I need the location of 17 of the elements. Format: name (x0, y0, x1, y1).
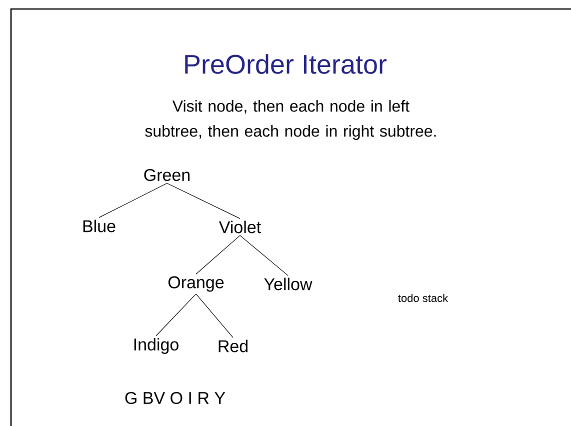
tree-branch (196, 235, 240, 274)
description-text: Visit node, then each node in left subtree, then each node in right subtree. (145, 100, 436, 140)
tree-node-label: Violet (218, 220, 261, 234)
note-text: todo stack (398, 294, 448, 302)
tree-branch (196, 294, 234, 338)
tree-node-label: Red (218, 340, 248, 352)
tree-node-label: Green (144, 168, 190, 182)
tree-branch (240, 235, 288, 276)
tree-branch (166, 182, 240, 219)
tree-branch (98, 182, 168, 218)
tree-branch (156, 294, 196, 336)
tree-node-label: Yellow (264, 278, 312, 290)
traversal-sequence: G BV O I R Y (125, 392, 226, 404)
tree-node-label: Blue (83, 220, 116, 232)
tree-node-label: Orange (168, 276, 224, 292)
title: PreOrder Iterator (185, 54, 387, 74)
tree-node-label: Indigo (134, 338, 178, 354)
